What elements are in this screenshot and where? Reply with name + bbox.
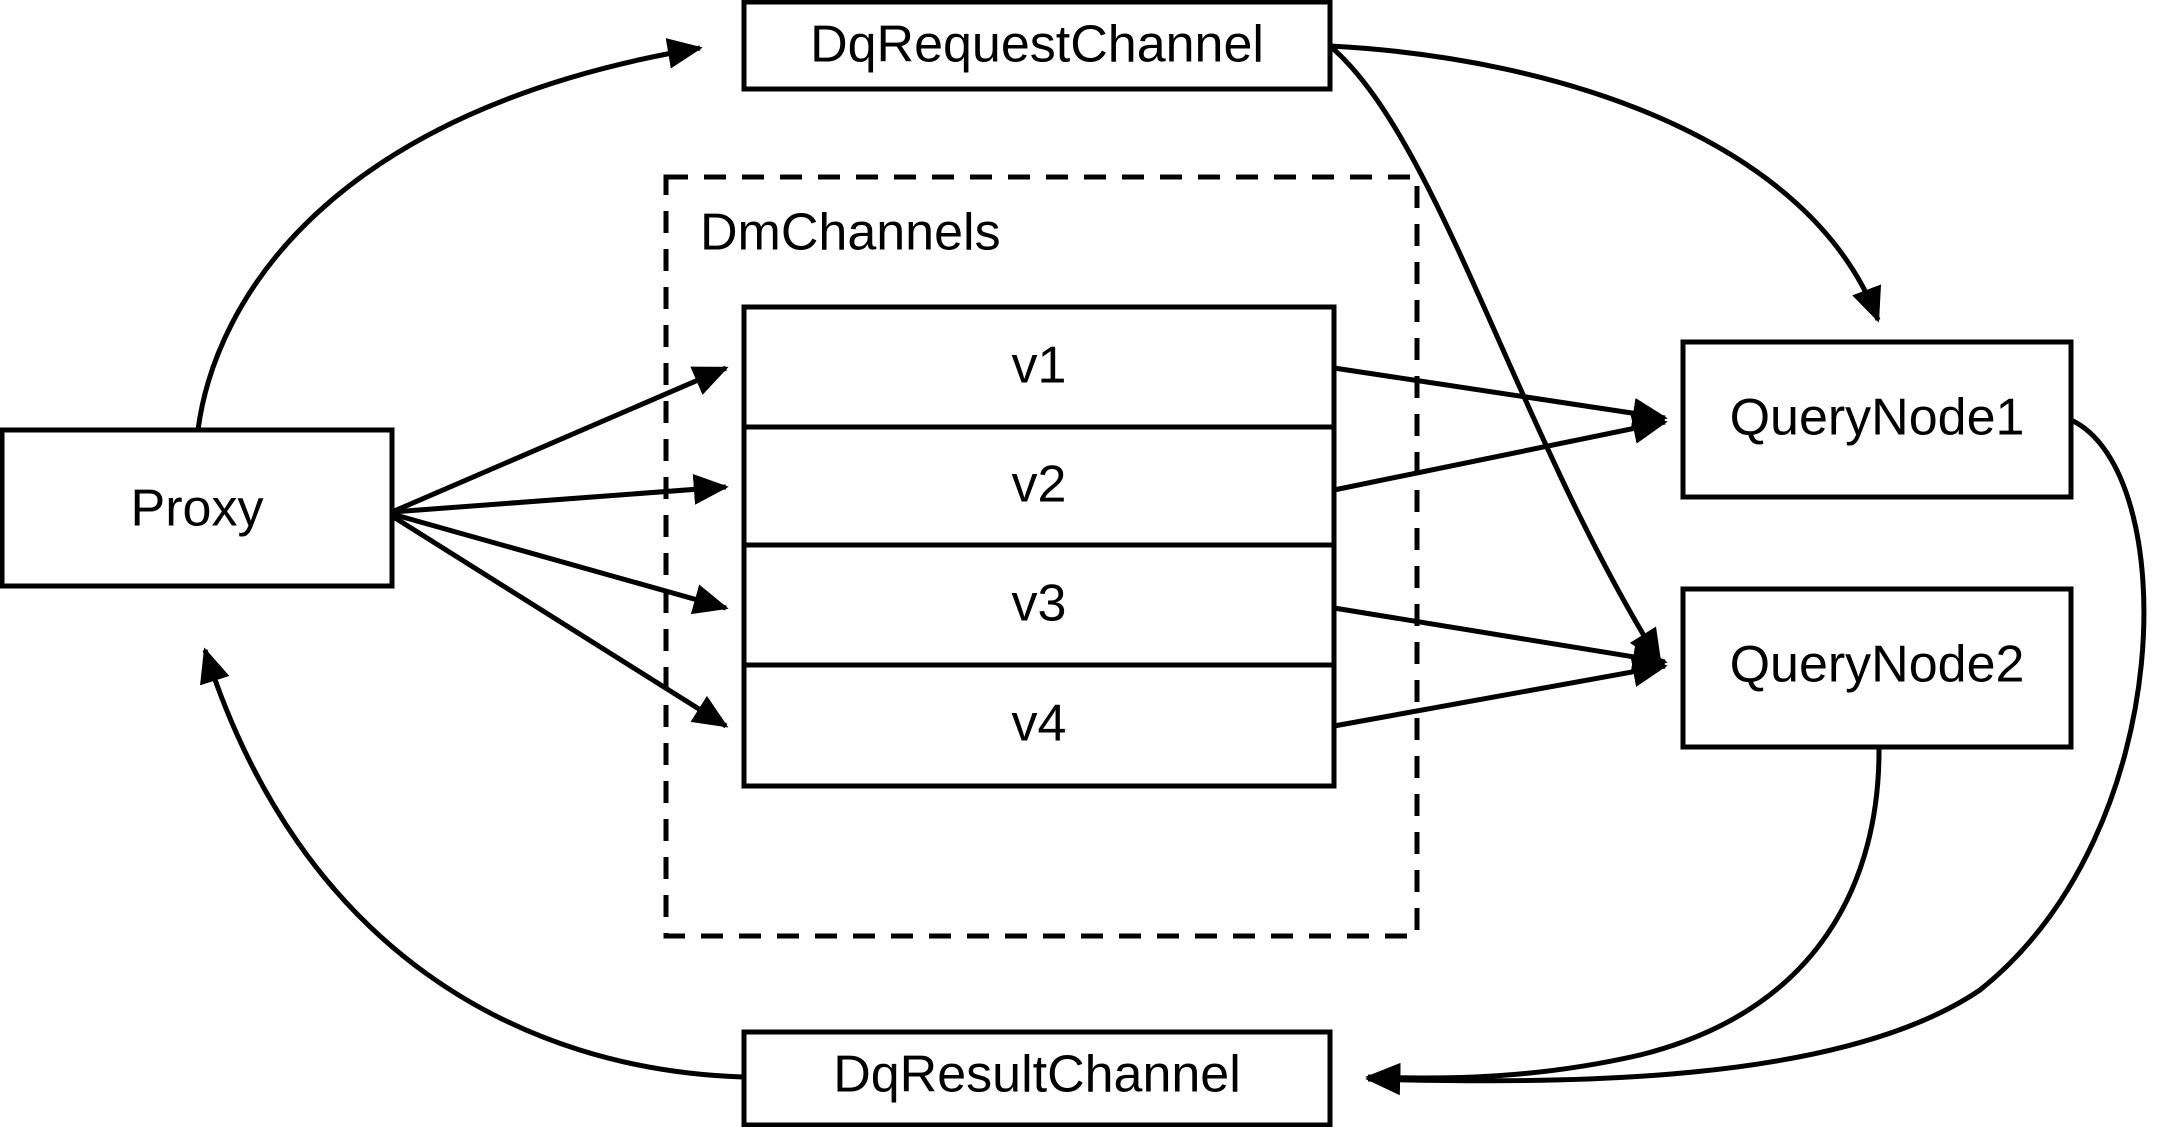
- node-querynode1[interactable]: QueryNode1: [1680, 339, 2074, 500]
- edge-querynode2-to-dqresultchannel: [1365, 746, 1882, 1094]
- node-dqresultchannel[interactable]: DqResultChannel: [741, 1029, 1333, 1127]
- node-querynode2[interactable]: QueryNode2: [1680, 586, 2074, 750]
- edge-proxy-to-v1: [391, 365, 729, 515]
- channel-row-v3[interactable]: v3: [1012, 575, 1067, 633]
- node-querynode1-box[interactable]: [1680, 339, 2074, 500]
- channel-row-v2[interactable]: v2: [1012, 456, 1067, 514]
- node-dqrequestchannel-label: DqRequestChannel: [810, 16, 1264, 74]
- edge-proxy-to-v2: [391, 474, 729, 515]
- dmchannels-group: DmChannels: [663, 174, 1420, 939]
- node-querynode2-box[interactable]: [1680, 586, 2074, 750]
- node-dqresultchannel-box[interactable]: [741, 1029, 1333, 1127]
- edge-v2-to-querynode1: [1333, 413, 1668, 493]
- dmchannels-group-border: [663, 174, 1420, 939]
- node-querynode2-label: QueryNode2: [1730, 636, 2025, 694]
- node-dqresultchannel-label: DqResultChannel: [833, 1046, 1241, 1104]
- channel-row-v1[interactable]: v1: [1012, 337, 1067, 395]
- edge-v1-to-querynode1: [1333, 365, 1668, 429]
- edge-dqrequestchannel-to-querynode1: [1329, 43, 1881, 323]
- node-proxy[interactable]: Proxy: [0, 427, 395, 589]
- edge-v4-to-querynode2: [1333, 656, 1668, 729]
- edge-proxy-to-dqrequestchannel: [195, 38, 703, 431]
- edge-v3-to-querynode2: [1333, 605, 1668, 673]
- edge-querynode1-to-dqresultchannel: [1365, 417, 2147, 1096]
- channel-row-v4[interactable]: v4: [1012, 695, 1067, 753]
- node-querynode1-label: QueryNode1: [1730, 389, 2025, 447]
- edge-proxy-to-v3: [391, 511, 729, 615]
- edge-dqrequestchannel-to-querynode2: [1328, 44, 1663, 665]
- node-dqrequestchannel-box[interactable]: [741, 0, 1333, 92]
- node-proxy-box[interactable]: [0, 427, 395, 589]
- dmchannels-table: v1 v2 v3 v4: [741, 304, 1337, 789]
- node-proxy-label: Proxy: [131, 480, 264, 538]
- edge-dqresultchannel-to-proxy: [200, 647, 744, 1080]
- dmchannels-group-label: DmChannels: [700, 204, 1001, 262]
- edge-layer: [195, 38, 2147, 1096]
- node-dqrequestchannel[interactable]: DqRequestChannel: [741, 0, 1333, 92]
- edge-proxy-to-v4: [390, 513, 729, 729]
